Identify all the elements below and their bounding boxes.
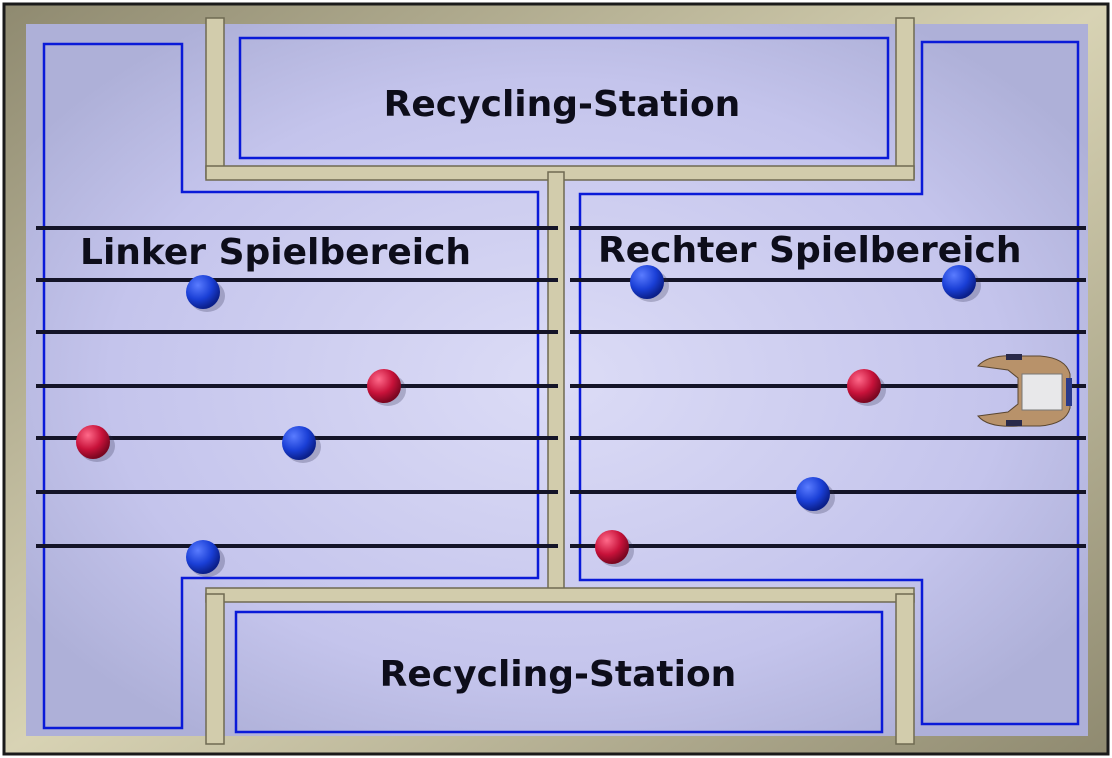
station-bottom-label: Recycling-Station [380,654,737,695]
red-ball [595,530,629,564]
right-area-label: Rechter Spielbereich [598,230,1021,271]
blue-ball [942,265,976,299]
blue-ball [630,265,664,299]
station-top-label: Recycling-Station [384,84,741,125]
left-area-boundary [42,42,540,730]
red-ball [847,369,881,403]
red-ball [76,425,110,459]
red-ball [367,369,401,403]
blue-ball [186,540,220,574]
gripper-robot-icon [977,354,1072,427]
blue-ball [186,275,220,309]
inner-walls [205,17,915,745]
bottom-station-boundary [234,610,884,734]
blue-ball [796,477,830,511]
top-station-boundary [238,36,890,160]
right-area-boundary [578,40,1080,726]
blue-ball [282,426,316,460]
balls [76,265,981,577]
left-area-label: Linker Spielbereich [80,232,471,273]
play-area-boundaries [42,36,1080,734]
track-lines [36,226,1086,548]
